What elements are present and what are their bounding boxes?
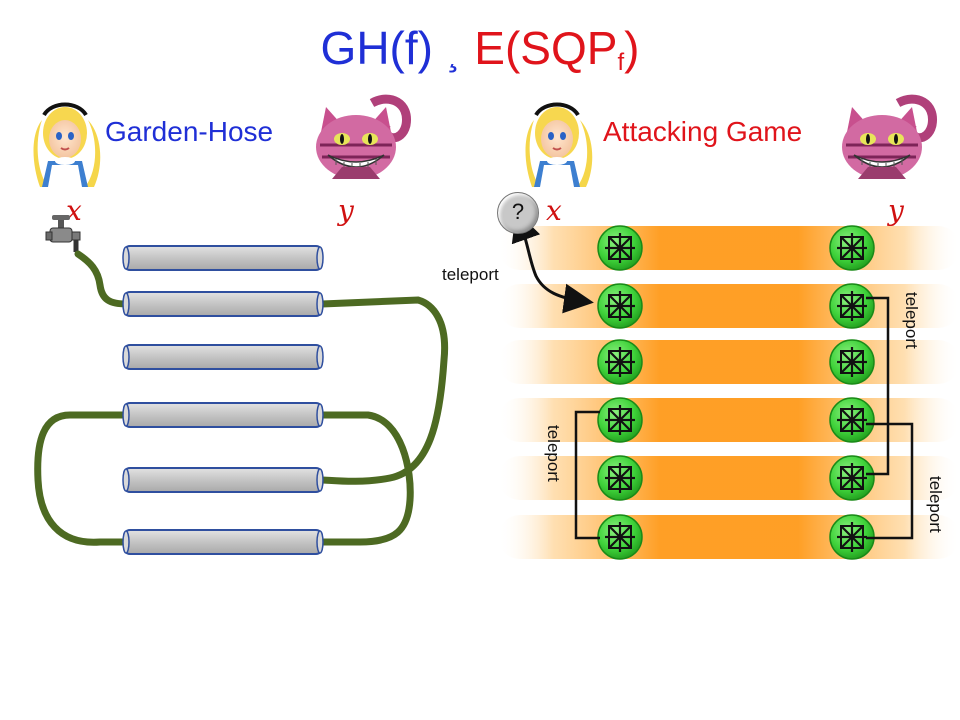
entangled-nodes bbox=[597, 225, 875, 560]
teleport-label-left: teleport bbox=[544, 425, 563, 482]
entangled-node-icon bbox=[597, 225, 643, 271]
cheshire-cat-icon bbox=[316, 94, 411, 179]
pipe-column bbox=[122, 245, 324, 555]
left-cat-var: y bbox=[338, 194, 354, 227]
pipe bbox=[122, 402, 324, 428]
bracket-right-rows2-5 bbox=[866, 296, 890, 476]
title-gh: GH(f) bbox=[320, 22, 433, 74]
entangled-node-icon bbox=[829, 455, 875, 501]
pipe bbox=[122, 245, 324, 271]
slide-title: GH(f) ¸ E(SQPf) bbox=[0, 18, 960, 93]
garden-hose-label: Garden-Hose bbox=[105, 116, 274, 147]
entangled-node-icon bbox=[829, 514, 875, 560]
teleport-label-right-upper: teleport bbox=[902, 292, 921, 349]
alice-icon bbox=[525, 102, 593, 187]
entanglement-beam bbox=[498, 226, 960, 270]
entanglement-beams bbox=[498, 226, 960, 559]
entanglement-beam bbox=[498, 340, 960, 384]
teleport-brackets bbox=[574, 296, 914, 540]
entangled-node-icon bbox=[597, 514, 643, 560]
teleport-label-right-lower: teleport bbox=[926, 476, 945, 533]
title-e-text: E(SQP bbox=[474, 22, 618, 74]
entangled-node-icon bbox=[597, 455, 643, 501]
title-e: E(SQPf) bbox=[474, 22, 640, 76]
entangled-node-icon bbox=[597, 283, 643, 329]
hose-tap-to-pipe2 bbox=[74, 250, 131, 308]
pipe bbox=[122, 344, 324, 370]
cheshire-cat-icon bbox=[842, 94, 937, 179]
faucet-icon bbox=[45, 215, 81, 252]
unknown-input-node: ? bbox=[497, 192, 539, 234]
alice-icon bbox=[33, 102, 101, 187]
pipe bbox=[122, 291, 324, 317]
title-e-subscript: f bbox=[617, 49, 625, 76]
entanglement-beam bbox=[498, 456, 960, 500]
attacking-game-label: Attacking Game bbox=[603, 116, 803, 147]
entangled-node-icon bbox=[597, 339, 643, 385]
title-e-close: ) bbox=[624, 22, 640, 74]
hose-pipe4-left-loop bbox=[34, 411, 131, 546]
hose-network bbox=[34, 250, 449, 546]
entangled-node-icon bbox=[829, 339, 875, 385]
entanglement-beam bbox=[498, 284, 960, 328]
title-separator: ¸ bbox=[446, 29, 461, 73]
teleport-arrow bbox=[511, 211, 594, 314]
pipe bbox=[122, 529, 324, 555]
bracket-left-rows4-6 bbox=[574, 410, 600, 540]
entangled-node-icon bbox=[829, 283, 875, 329]
entangled-node-icon bbox=[829, 397, 875, 443]
hose-pipe2-loop bbox=[318, 296, 449, 485]
entangled-node-icon bbox=[597, 397, 643, 443]
bracket-right-rows4-6 bbox=[866, 422, 914, 540]
entangled-node-icon bbox=[829, 225, 875, 271]
teleport-label-arrow: teleport bbox=[442, 265, 499, 284]
right-cat-var: y bbox=[888, 194, 904, 227]
pipe bbox=[122, 467, 324, 493]
entanglement-beam bbox=[498, 398, 960, 442]
hose-pipe4-right-loop bbox=[318, 411, 414, 546]
